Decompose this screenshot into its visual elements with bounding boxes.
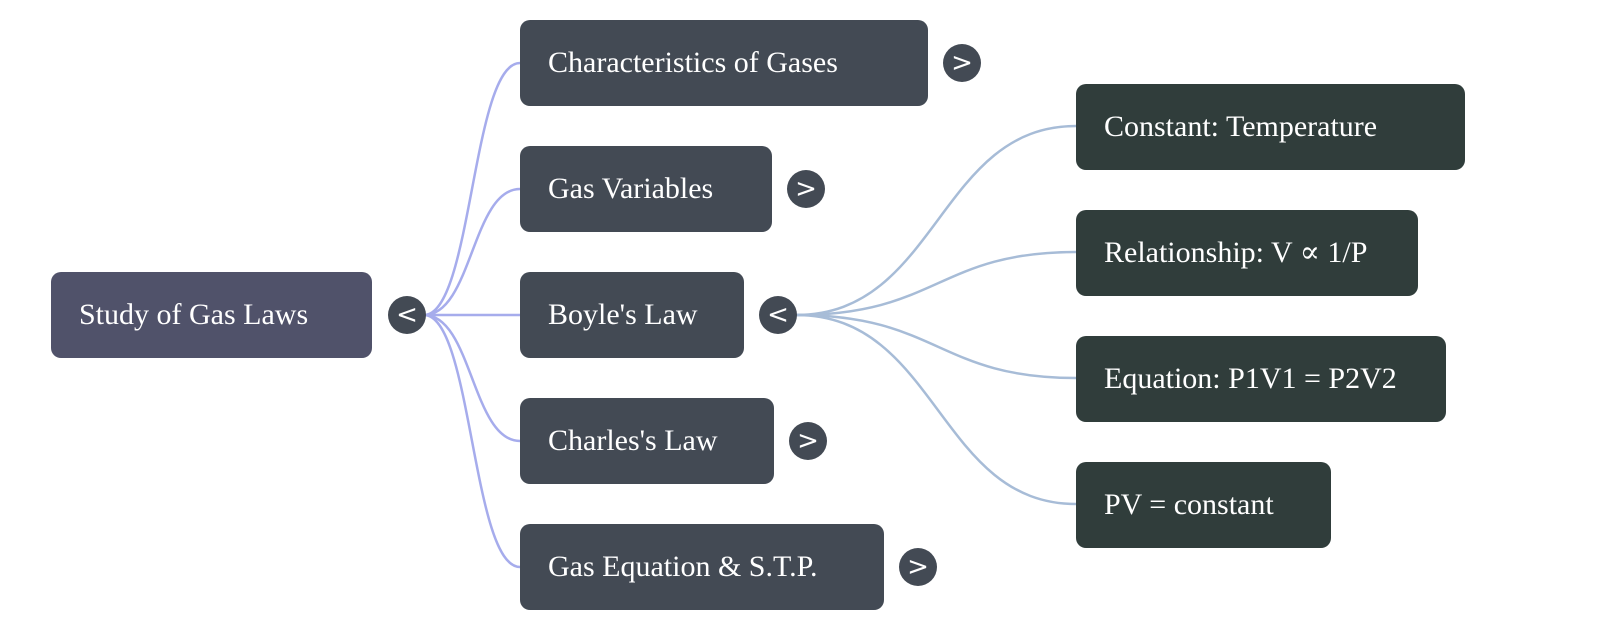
branch-node-charles-law[interactable]: Charles's Law — [520, 398, 774, 484]
branch-node-label: Charles's Law — [548, 424, 718, 457]
link-root-to-gas-equation — [423, 313, 521, 569]
branch-node-label: Gas Equation & S.T.P. — [548, 550, 818, 583]
branch-node-characteristics-of-gases[interactable]: Characteristics of Gases — [520, 20, 928, 106]
leaf-node-label: Relationship: V ∝ 1/P — [1104, 236, 1368, 269]
root-node[interactable]: Study of Gas Laws — [51, 272, 372, 358]
expand-toggle-icon[interactable]: > — [899, 548, 937, 586]
branch-node-boyles-law[interactable]: Boyle's Law — [520, 272, 744, 358]
leaf-node-label: Equation: P1V1 = P2V2 — [1104, 362, 1397, 395]
collapse-toggle-icon[interactable]: < — [759, 296, 797, 334]
branch-node-label: Boyle's Law — [548, 298, 698, 331]
link-boyle-to-pv-constant — [795, 313, 1077, 506]
link-root-to-characteristics — [423, 61, 521, 317]
branch-node-label: Gas Variables — [548, 172, 714, 205]
leaf-node-relationship[interactable]: Relationship: V ∝ 1/P — [1076, 210, 1418, 296]
expand-toggle-icon[interactable]: > — [787, 170, 825, 208]
leaf-node-label: Constant: Temperature — [1104, 110, 1378, 143]
leaf-node-label: PV = constant — [1104, 488, 1274, 521]
branch-node-gas-equation-stp[interactable]: Gas Equation & S.T.P. — [520, 524, 884, 610]
link-boyle-to-equation — [795, 313, 1077, 380]
expand-toggle-icon[interactable]: > — [943, 44, 981, 82]
link-boyle-to-constant-temperature — [795, 124, 1077, 317]
leaf-node-constant-temperature[interactable]: Constant: Temperature — [1076, 84, 1465, 170]
leaf-node-pv-constant[interactable]: PV = constant — [1076, 462, 1331, 548]
leaf-node-equation[interactable]: Equation: P1V1 = P2V2 — [1076, 336, 1446, 422]
collapse-toggle-icon[interactable]: < — [388, 296, 426, 334]
expand-toggle-icon[interactable]: > — [789, 422, 827, 460]
branch-node-label: Characteristics of Gases — [548, 46, 838, 79]
link-root-to-gas-variables — [423, 187, 521, 317]
branch-node-gas-variables[interactable]: Gas Variables — [520, 146, 772, 232]
link-root-to-charles-law — [423, 313, 521, 443]
root-node-label: Study of Gas Laws — [79, 298, 309, 331]
link-boyle-to-relationship — [795, 250, 1077, 317]
